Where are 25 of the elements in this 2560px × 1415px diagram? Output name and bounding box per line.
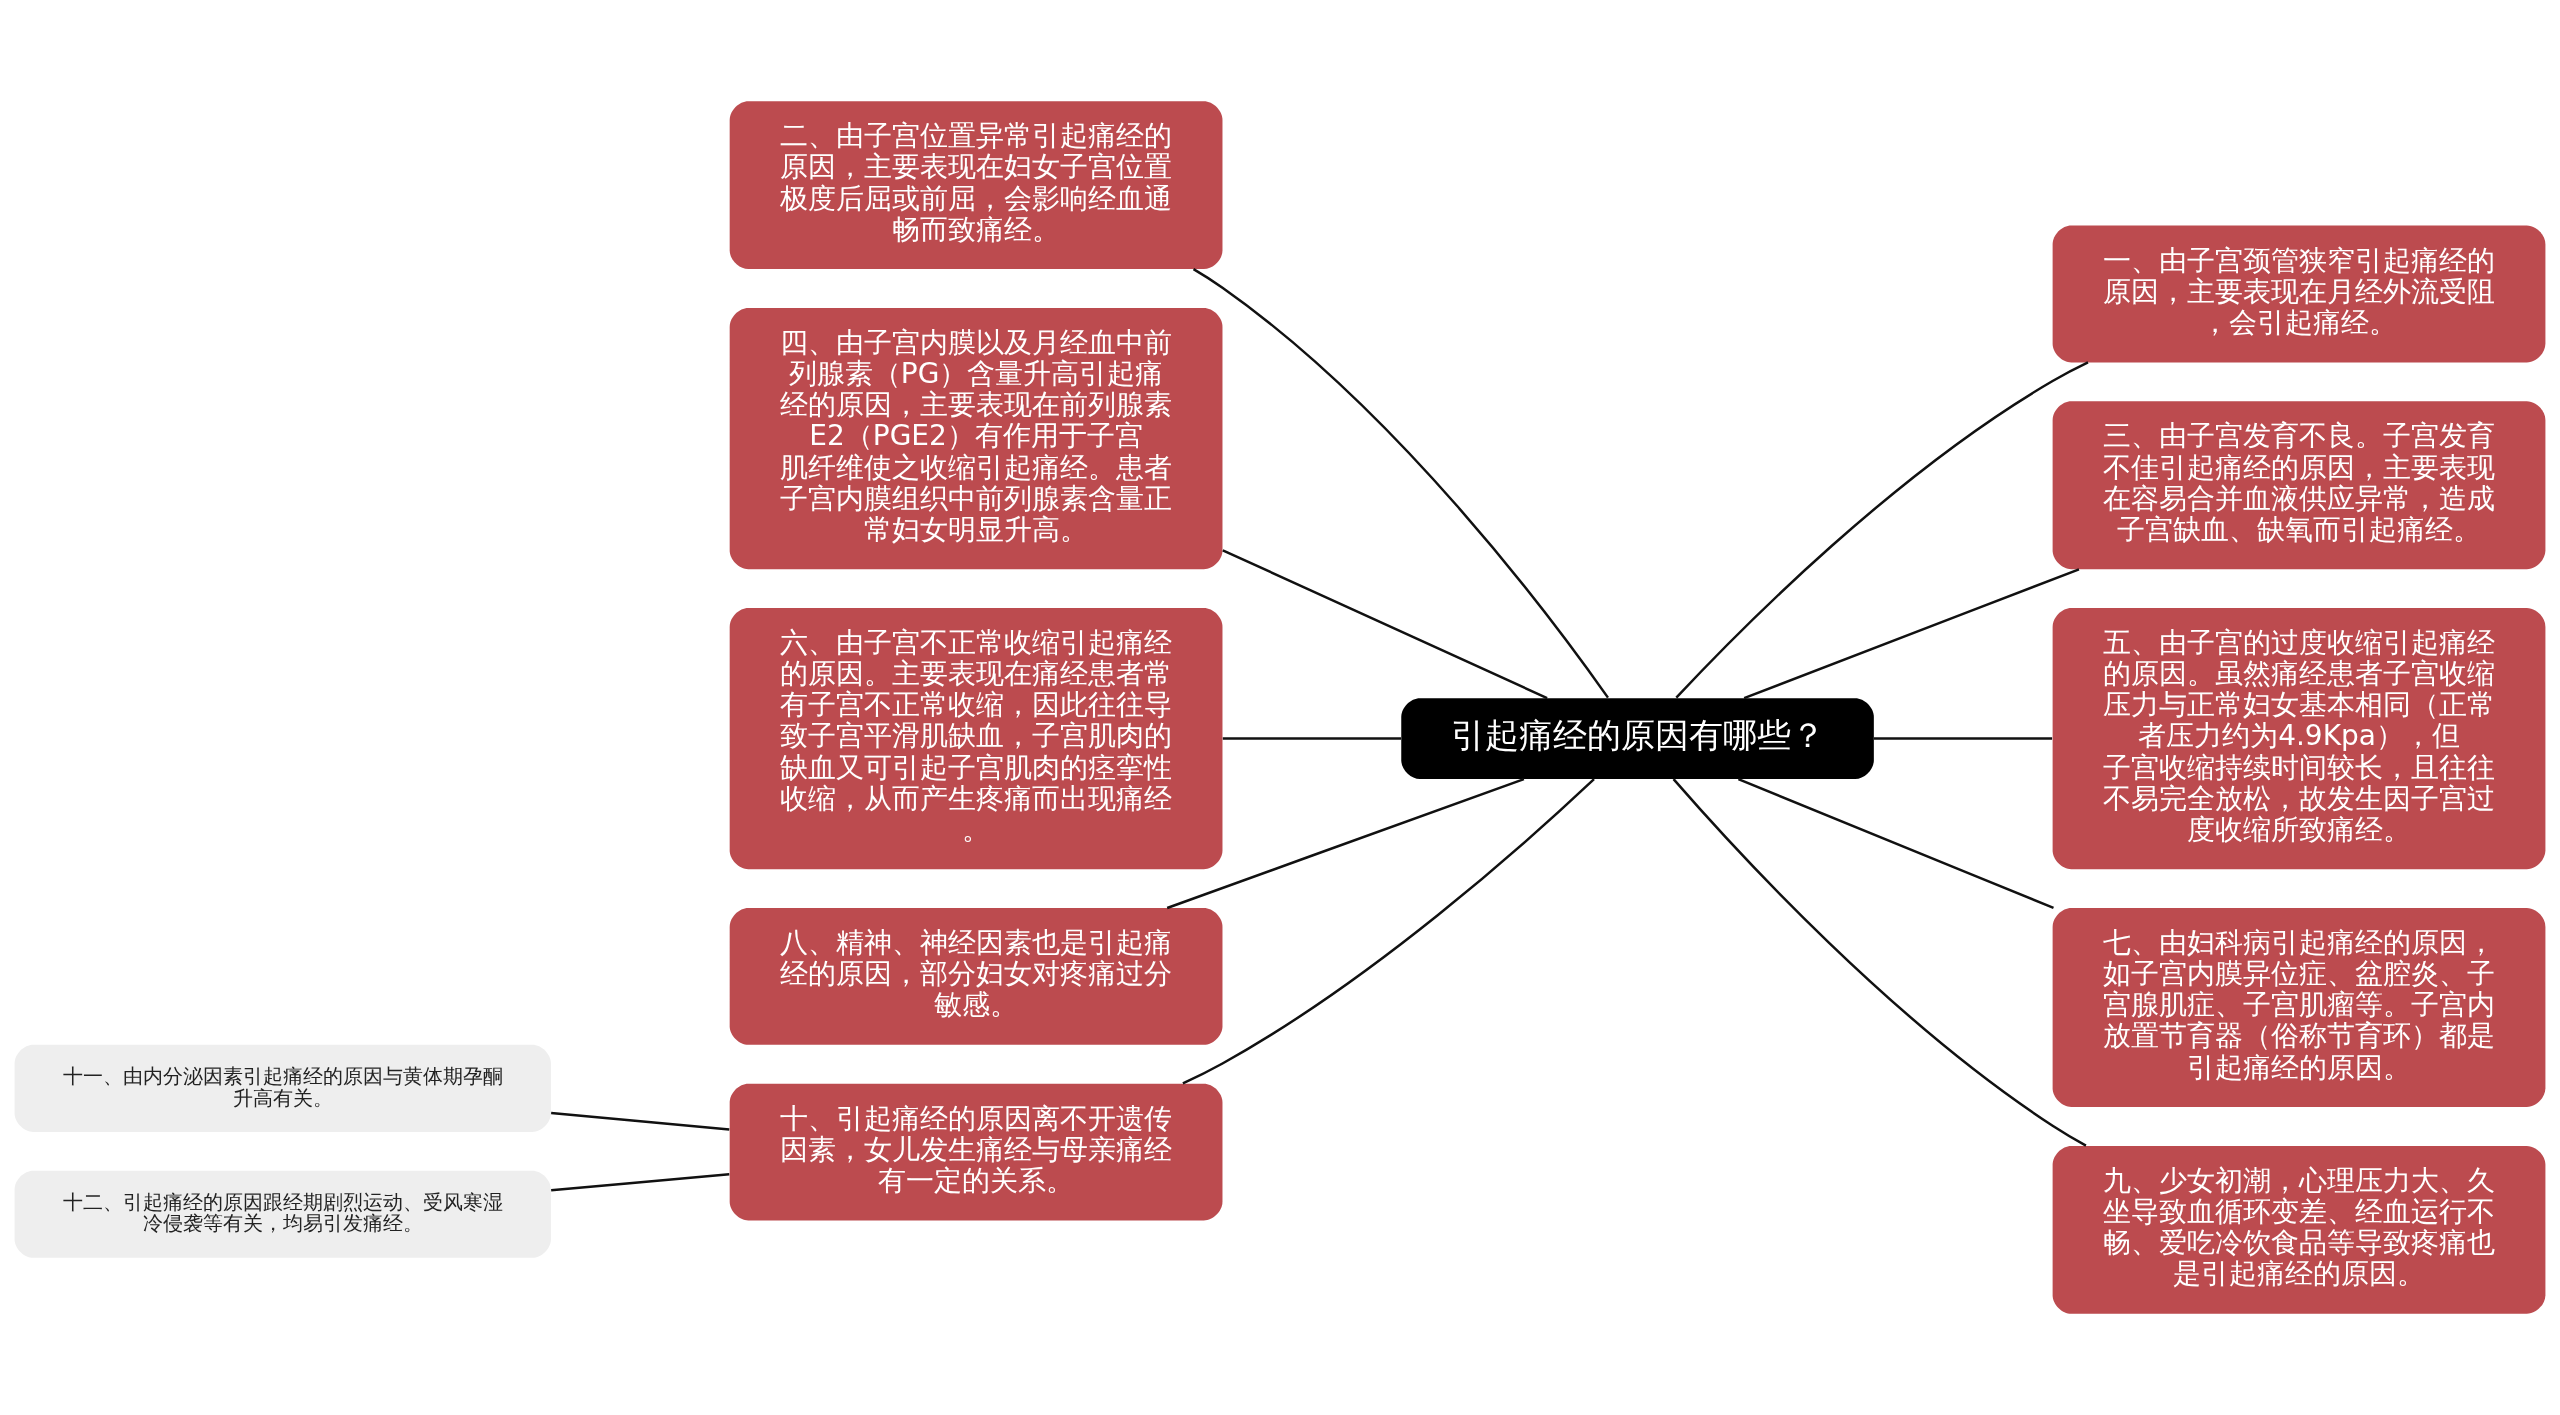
node-box: 七、由妇科病引起痛经的原因，如子宫内膜异位症、盆腔炎、子宫腺肌症、子宫肌瘤等。子宫内放置节育器（俗称节育环）都是引起痛经的原因。 xyxy=(2052,908,2546,1107)
connector xyxy=(1222,737,1401,740)
node-box: 八、精神、神经因素也是引起痛经的原因，部分妇女对疼痛过分敏感。 xyxy=(729,908,1223,1045)
connector xyxy=(1192,268,1609,699)
node-box: 五、由子宫的过度收缩引起痛经的原因。虽然痛经患者子宫收缩压力与正常妇女基本相同（正常者压力约为4.9Kpa），但子宫收缩持续时间较长，且往往不易完全放松，故发生因子宫过度收缩所致痛经。 xyxy=(2052,608,2546,870)
connector xyxy=(1737,778,2054,910)
node-box: 三、由子宫发育不良。子宫发育不佳引起痛经的原因，主要表现在容易合并血液供应异常，造成子宫缺血、缺氧而引起痛经。 xyxy=(2052,401,2546,570)
node-box: 六、由子宫不正常收缩引起痛经的原因。主要表现在痛经患者常有子宫不正常收缩，因此往往导致子宫平滑肌缺血，子宫肌肉的缺血又可引起子宫肌肉的痉挛性收缩，从而产生疼痛而出现痛经。 xyxy=(729,608,1223,870)
node-box: 十二、引起痛经的原因跟经期剧烈运动、受风寒湿冷侵袭等有关，均易引发痛经。 xyxy=(14,1170,551,1258)
node-box: 九、少女初潮，心理压力大、久坐导致血循环变差、经血运行不畅、爱吃冷饮食品等导致疼痛也是引起痛经的原因。 xyxy=(2052,1145,2546,1314)
node-box: 四、由子宫内膜以及月经血中前列腺素（PG）含量升高引起痛经的原因，主要表现在前列腺素E2（PGE2）有作用于子宫肌纤维使之收缩引起痛经。患者子宫内膜组织中前列腺素含量正常妇女明显升高。 xyxy=(729,308,1223,570)
connector xyxy=(1675,361,2089,699)
connector xyxy=(551,1111,730,1131)
connector xyxy=(1743,568,2080,700)
node-box: 二、由子宫位置异常引起痛经的原因，主要表现在妇女子宫位置极度后屈或前屈，会影响经血通畅而致痛经。 xyxy=(729,101,1223,270)
connector xyxy=(1222,549,1548,700)
connector xyxy=(1874,737,2053,740)
connector xyxy=(1182,778,1595,1085)
node-box: 十一、由内分泌因素引起痛经的原因与黄体期孕酮升高有关。 xyxy=(14,1044,551,1132)
connector xyxy=(551,1172,730,1192)
connector xyxy=(1672,778,2087,1147)
node-box: 一、由子宫颈管狭窄引起痛经的原因，主要表现在月经外流受阻，会引起痛经。 xyxy=(2052,225,2546,363)
connector xyxy=(1166,777,1525,910)
node-box: 十、引起痛经的原因离不开遗传因素，女儿发生痛经与母亲痛经有一定的关系。 xyxy=(729,1083,1223,1221)
node-box: 引起痛经的原因有哪些？ xyxy=(1401,698,1874,779)
